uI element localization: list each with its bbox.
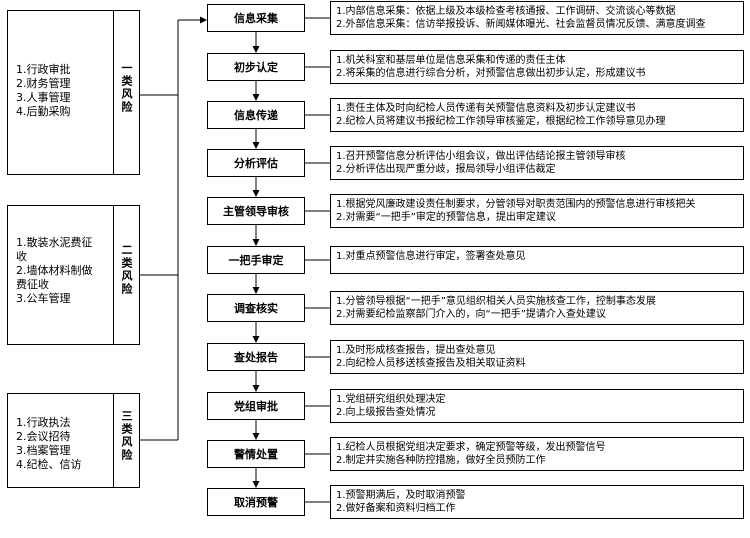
step-box-11: 取消预警: [207, 488, 305, 516]
step-detail-line: 1.对重点预警信息进行审定，签署查处意见: [336, 251, 526, 262]
risk-item: 1.散装水泥费征: [16, 236, 93, 249]
step-detail-line: 1.根据党风廉政建设责任制要求，分管领导对职责范围内的预警信息进行审核把关: [336, 199, 696, 210]
risk-item: 2.会议招待: [16, 430, 71, 443]
step-box-7: 调查核实: [207, 294, 305, 322]
step-detail-line: 2.纪检人员将建议书报纪检工作领导审核鉴定，根据纪检工作领导意见办理: [336, 116, 666, 127]
step-box-8: 查处报告: [207, 343, 305, 371]
step-detail-line: 1.内部信息采集：依据上级及本级检查考核通报、工作调研、交流谈心等数据: [336, 6, 676, 17]
step-box-2: 初步认定: [207, 53, 305, 81]
risk-item: 4.纪检、信访: [16, 458, 82, 471]
risk-item: 1.行政执法: [16, 416, 71, 429]
risk-item: 3.公车管理: [16, 292, 71, 305]
step-box-6: 一把手审定: [207, 246, 305, 274]
step-detail-box: 1.责任主体及时向纪检人员传递有关预警信息资料及初步认定建议书 2.纪检人员将建议…: [330, 98, 744, 132]
step-detail-line: 2.对需要纪检监察部门介入的，向“一把手”提请介入查处建议: [336, 309, 606, 320]
risk-item: 2.墙体材料制做: [16, 264, 93, 277]
step-detail-box: 1.内部信息采集：依据上级及本级检查考核通报、工作调研、交流谈心等数据 2.外部信…: [330, 1, 744, 35]
risk-divider: [113, 206, 114, 344]
risk-divider: [113, 11, 114, 174]
step-detail-line: 2.向上级报告查处情况: [336, 407, 436, 418]
risk-category-label: 一类风险: [120, 61, 133, 114]
risk-item: 4.后勤采购: [16, 105, 71, 118]
step-box-9: 党组审批: [207, 392, 305, 420]
step-detail-line: 1.及时形成核查报告，提出查处意见: [336, 345, 496, 356]
step-detail-box: 1.机关科室和基层单位是信息采集和传递的责任主体 2.将采集的信息进行综合分析，对…: [330, 50, 744, 84]
step-detail-line: 1.召开预警信息分析评估小组会议，做出评估结论报主管领导审核: [336, 151, 626, 162]
risk-item: 收: [16, 250, 27, 263]
risk-item: 2.财务管理: [16, 77, 71, 90]
step-box-4: 分析评估: [207, 149, 305, 177]
step-detail-line: 1.党组研究组织处理决定: [336, 394, 446, 405]
risk-item: 3.档案管理: [16, 444, 71, 457]
step-detail-line: 1.机关科室和基层单位是信息采集和传递的责任主体: [336, 55, 566, 66]
step-detail-line: 2.制定并实施各种防控措施，做好全员预防工作: [336, 455, 546, 466]
risk-category-label: 三类风险: [120, 409, 133, 462]
step-detail-line: 1.预警期满后，及时取消预警: [336, 490, 466, 501]
step-detail-box: 1.纪检人员根据党组决定要求，确定预警等级，发出预警信号 2.制定并实施各种防控措…: [330, 437, 744, 471]
step-detail-line: 2.做好备案和资料归档工作: [336, 503, 456, 514]
step-detail-line: 2.分析评估出现严重分歧，报局领导小组评估裁定: [336, 164, 556, 175]
step-detail-line: 2.外部信息采集：信访举报投诉、新闻媒体曝光、社会监督员情况反馈、满意度调查: [336, 19, 706, 30]
step-box-3: 信息传递: [207, 101, 305, 129]
step-detail-box: 1.分管领导根据“一把手”意见组织相关人员实施核查工作，控制事态发展 2.对需要纪…: [330, 291, 744, 325]
step-box-5: 主管领导审核: [207, 197, 305, 225]
step-detail-line: 2.向纪检人员移送核查报告及相关取证资料: [336, 358, 526, 369]
risk-item: 1.行政审批: [16, 63, 71, 76]
step-box-10: 警情处置: [207, 440, 305, 468]
step-detail-line: 2.对需要“一把手”审定的预警信息，提出审定建议: [336, 212, 556, 223]
risk-divider: [113, 394, 114, 487]
risk-item: 费征收: [16, 278, 49, 291]
step-detail-box: 1.根据党风廉政建设责任制要求，分管领导对职责范围内的预警信息进行审核把关 2.对…: [330, 194, 744, 228]
step-detail-box: 1.及时形成核查报告，提出查处意见 2.向纪检人员移送核查报告及相关取证资料: [330, 340, 744, 374]
step-detail-box: 1.党组研究组织处理决定 2.向上级报告查处情况: [330, 389, 744, 423]
step-detail-box: 1.召开预警信息分析评估小组会议，做出评估结论报主管领导审核 2.分析评估出现严重…: [330, 146, 744, 180]
risk-category-label: 二类风险: [120, 244, 133, 296]
step-detail-box: 1.预警期满后，及时取消预警 2.做好备案和资料归档工作: [330, 485, 744, 519]
step-box-1: 信息采集: [207, 4, 305, 32]
step-detail-line: 1.责任主体及时向纪检人员传递有关预警信息资料及初步认定建议书: [336, 103, 636, 114]
risk-item: 3.人事管理: [16, 91, 71, 104]
step-detail-line: 1.纪检人员根据党组决定要求，确定预警等级，发出预警信号: [336, 442, 606, 453]
step-detail-line: 1.分管领导根据“一把手”意见组织相关人员实施核查工作，控制事态发展: [336, 296, 656, 307]
step-detail-box: 1.对重点预警信息进行审定，签署查处意见: [330, 246, 744, 274]
step-detail-line: 2.将采集的信息进行综合分析，对预警信息做出初步认定，形成建议书: [336, 68, 646, 79]
